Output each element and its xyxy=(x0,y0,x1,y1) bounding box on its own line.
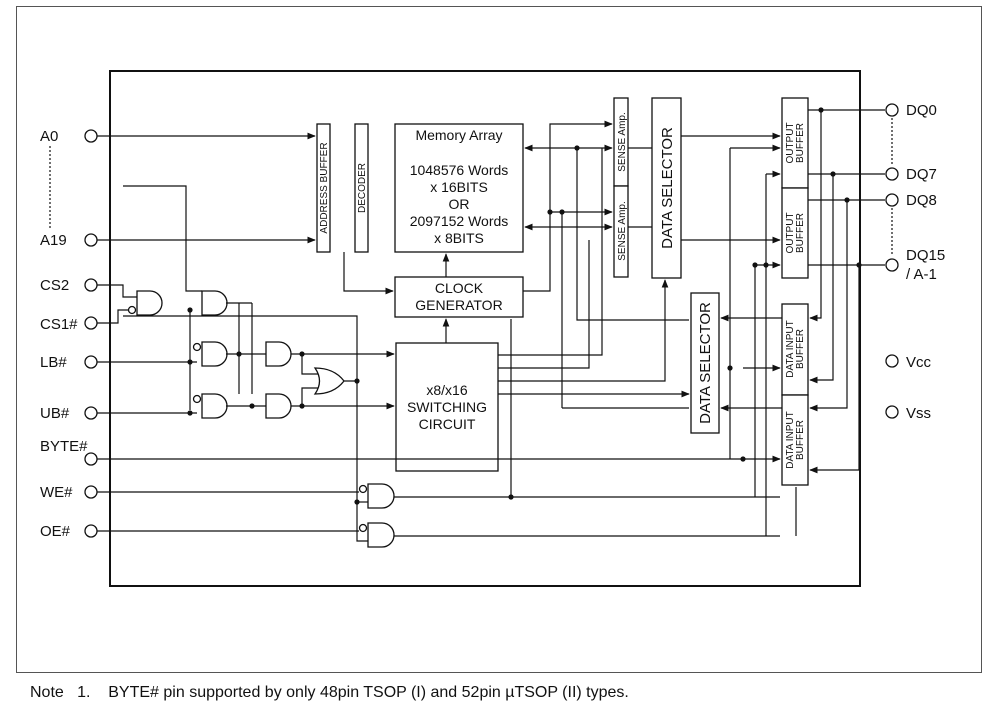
pin-a0 xyxy=(84,129,98,143)
output-buffer-1-line1: OUTPUT xyxy=(785,122,796,163)
pin-label-lb: LB# xyxy=(40,354,67,371)
and-gate-we xyxy=(367,483,395,509)
and-gate-ub-2 xyxy=(265,393,292,419)
pin-a19 xyxy=(84,233,98,247)
pin-dq15 xyxy=(885,258,899,272)
sense-amp-2-block xyxy=(613,185,629,278)
decoder-label: DECODER xyxy=(357,163,368,213)
pin-label-byte: BYTE# xyxy=(40,438,88,455)
pin-label-ub: UB# xyxy=(40,405,70,422)
pin-byte xyxy=(84,452,98,466)
pin-label-a0: A0 xyxy=(40,128,58,145)
switching-circuit-block xyxy=(395,342,499,472)
clock-generator-line2: GENERATOR xyxy=(415,297,502,313)
pin-label-vss: Vss xyxy=(906,405,931,422)
pin-label-dq15: DQ15 xyxy=(906,247,945,264)
pin-label-cs1: CS1# xyxy=(40,316,78,333)
pin-label-dq8: DQ8 xyxy=(906,192,937,209)
inversion-bubble-ub xyxy=(192,394,202,404)
pin-oe xyxy=(84,524,98,538)
data-input-buffer-2-block xyxy=(781,394,809,486)
pin-label-a19: A19 xyxy=(40,232,67,249)
data-selector-bottom-label: DATA SELECTOR xyxy=(697,302,714,424)
output-buffer-1-block xyxy=(781,97,809,189)
pin-label-dq7: DQ7 xyxy=(906,166,937,183)
decoder-block xyxy=(354,123,369,253)
switching-line3: CIRCUIT xyxy=(419,416,476,432)
data-input-buffer-1-block xyxy=(781,303,809,396)
pin-ub xyxy=(84,406,98,420)
output-buffer-2-line1: OUTPUT xyxy=(785,212,796,253)
junction-dots xyxy=(187,107,862,505)
pin-dq8 xyxy=(885,193,899,207)
memory-array-line2: x 16BITS xyxy=(430,179,488,195)
switching-line1: x8/x16 xyxy=(426,382,467,398)
address-buffer-block xyxy=(316,123,331,253)
or-gate-lb-ub xyxy=(313,367,345,395)
sense-amp-1-label: SENSE Amp. xyxy=(617,112,628,171)
pin-label-dq15-alt: / A-1 xyxy=(906,266,937,283)
clock-generator-line1: CLOCK xyxy=(435,280,484,296)
data-selector-bottom-block xyxy=(690,292,720,434)
memory-array-title: Memory Array xyxy=(415,127,502,143)
pin-vss xyxy=(885,405,899,419)
and-gate-ub-1 xyxy=(201,393,228,419)
pin-label-we: WE# xyxy=(40,484,73,501)
memory-array-block xyxy=(394,123,524,253)
and-gate-enable xyxy=(201,290,228,316)
output-buffer-2-block xyxy=(781,187,809,279)
data-input-buffer-1-line1: DATA INPUT xyxy=(785,320,796,377)
memory-array-line5: x 8BITS xyxy=(434,230,484,246)
data-input-buffer-2-line1: DATA INPUT xyxy=(785,411,796,468)
data-input-buffer-1-line2: BUFFER xyxy=(795,329,806,369)
data-selector-top-label: DATA SELECTOR xyxy=(659,127,676,249)
pin-label-oe: OE# xyxy=(40,523,71,540)
memory-array-line4: 2097152 Words xyxy=(410,213,509,229)
and-gate-cs xyxy=(136,290,163,316)
output-buffer-2-line2: BUFFER xyxy=(795,213,806,253)
diagram-frame xyxy=(16,6,982,673)
pin-label-cs2: CS2 xyxy=(40,277,69,294)
and-gate-lb-2 xyxy=(265,341,292,367)
pin-dq7 xyxy=(885,167,899,181)
and-gate-lb-1 xyxy=(201,341,228,367)
output-buffer-1-line2: BUFFER xyxy=(795,123,806,163)
pin-label-dq0: DQ0 xyxy=(906,102,937,119)
pin-we xyxy=(84,485,98,499)
and-gate-oe xyxy=(367,522,395,548)
inversion-bubble-we xyxy=(358,484,368,494)
sense-amp-2-label: SENSE Amp. xyxy=(617,201,628,260)
pin-vcc xyxy=(885,354,899,368)
inversion-bubble-cs1 xyxy=(127,305,137,315)
switching-line2: SWITCHING xyxy=(407,399,487,415)
memory-array-line3: OR xyxy=(449,196,470,212)
data-input-buffer-2-line2: BUFFER xyxy=(795,420,806,460)
pin-lb xyxy=(84,355,98,369)
clock-generator-block xyxy=(394,276,524,318)
pin-dq0 xyxy=(885,103,899,117)
address-buffer-label: ADDRESS BUFFER xyxy=(319,142,330,233)
pin-cs2 xyxy=(84,278,98,292)
memory-array-line1: 1048576 Words xyxy=(410,162,509,178)
pin-label-vcc: Vcc xyxy=(906,354,932,371)
pin-cs1 xyxy=(84,316,98,330)
inversion-bubble-oe xyxy=(358,523,368,533)
footnote: Note 1. BYTE# pin supported by only 48pi… xyxy=(30,684,629,701)
data-selector-top-block xyxy=(651,97,682,279)
inversion-bubble-lb xyxy=(192,342,202,352)
